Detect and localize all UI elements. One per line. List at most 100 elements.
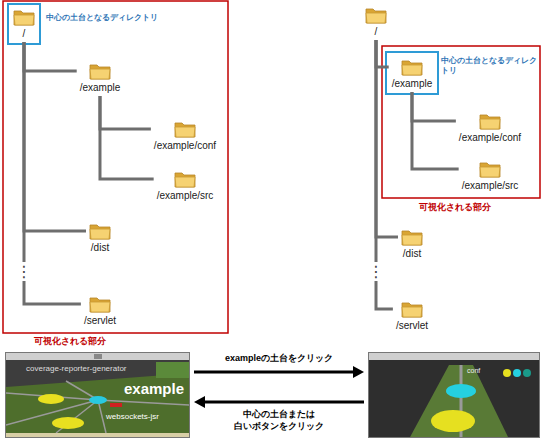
directory-path: /example bbox=[80, 82, 121, 94]
directory-entry: /example/src bbox=[157, 170, 214, 202]
tree-branch bbox=[412, 92, 456, 121]
scene-ground bbox=[6, 373, 190, 433]
folder-icon bbox=[401, 58, 423, 76]
scene-base bbox=[38, 394, 64, 404]
screenshot-panel: conf bbox=[368, 352, 540, 438]
region-caption: 可視化される部分 bbox=[419, 202, 491, 213]
folder-back bbox=[402, 61, 422, 75]
visible-region-frame bbox=[3, 1, 228, 333]
directory-path: /example/src bbox=[462, 180, 519, 192]
folder-back bbox=[175, 173, 195, 187]
directory-path: /dist bbox=[403, 248, 421, 260]
arrow-label: 中心の土台または 白いボタンをクリック bbox=[229, 409, 329, 432]
transition-arrow bbox=[194, 396, 364, 408]
folder-front bbox=[402, 235, 422, 245]
directory-entry: /example/conf bbox=[459, 112, 521, 144]
tree-branch bbox=[100, 96, 154, 179]
folder-back bbox=[90, 298, 110, 312]
folder-icon bbox=[174, 170, 196, 188]
folder-front bbox=[402, 65, 422, 75]
directory-path: /dist bbox=[91, 242, 109, 254]
tree-branch bbox=[24, 42, 77, 71]
tree-branch bbox=[24, 42, 86, 231]
center-base-frame bbox=[386, 52, 438, 94]
scene-panel bbox=[156, 362, 189, 378]
folder-back bbox=[480, 115, 500, 129]
directory-path: / bbox=[375, 26, 378, 38]
region-caption: 可視化される部分 bbox=[34, 336, 106, 347]
directory-path: / bbox=[23, 28, 26, 40]
folder-front bbox=[90, 302, 110, 312]
visible-region-frame bbox=[382, 46, 540, 198]
ellipsis-mark: ⋮ bbox=[366, 262, 386, 281]
tree-branch bbox=[376, 40, 398, 237]
scene-sky bbox=[369, 353, 540, 438]
window-bar bbox=[369, 353, 540, 360]
arrow-shaft bbox=[194, 371, 355, 374]
folder-back bbox=[175, 123, 195, 137]
callout-text: 中心の土台となるディレクトリ bbox=[441, 56, 539, 75]
folder-front bbox=[90, 69, 110, 79]
folder-front bbox=[175, 127, 195, 137]
directory-path: /servlet bbox=[84, 315, 116, 327]
scene-label: websockets-jsr bbox=[106, 412, 159, 421]
arrow-label: exampleの土台をクリック bbox=[225, 353, 333, 365]
directory-path: /servlet bbox=[396, 320, 428, 332]
tree-branch bbox=[376, 40, 389, 67]
folder-icon bbox=[479, 160, 501, 178]
tree-line bbox=[412, 92, 456, 121]
scene-label: conf bbox=[467, 367, 480, 375]
screenshot-panel: coverage-reporter-generator example websoc… bbox=[5, 352, 190, 438]
folder-icon bbox=[365, 6, 387, 24]
scene-sky bbox=[6, 353, 190, 438]
scene-button bbox=[523, 369, 531, 377]
folder-back bbox=[14, 11, 34, 25]
folder-back bbox=[402, 303, 422, 317]
scene-center-base bbox=[89, 396, 107, 404]
folder-front bbox=[90, 229, 110, 239]
scene-center-base bbox=[431, 410, 475, 432]
directory-entry: /example/conf bbox=[154, 120, 216, 152]
folder-back bbox=[480, 163, 500, 177]
scene-label: coverage-reporter-generator bbox=[26, 364, 127, 373]
center-base-frame bbox=[8, 4, 40, 44]
scene-base bbox=[52, 417, 84, 429]
tree-branch bbox=[100, 96, 151, 129]
directory-path: /example/conf bbox=[154, 140, 216, 152]
tree-branch bbox=[412, 92, 459, 169]
directory-entry: /example/src bbox=[462, 160, 519, 192]
folder-front bbox=[480, 167, 500, 177]
callout-text: 中心の土台となるディレクトリ bbox=[46, 13, 158, 23]
tree-line bbox=[412, 92, 459, 169]
directory-entry: / bbox=[13, 8, 35, 40]
directory-entry: /dist bbox=[89, 222, 111, 254]
tree-line bbox=[376, 40, 389, 67]
scene-block bbox=[110, 403, 122, 407]
directory-entry: /dist bbox=[401, 228, 423, 260]
scene-path bbox=[98, 400, 106, 433]
tree-line bbox=[24, 42, 77, 71]
folder-icon bbox=[89, 295, 111, 313]
folder-icon bbox=[401, 300, 423, 318]
screenshot-scene bbox=[369, 353, 540, 438]
window-status-bar bbox=[6, 433, 190, 438]
folder-icon bbox=[479, 112, 501, 130]
directory-entry: / bbox=[365, 6, 387, 38]
arrow-head bbox=[353, 366, 364, 378]
tree-line bbox=[100, 96, 151, 129]
ellipsis-mark: ⋮ bbox=[14, 262, 34, 281]
directory-entry: /example bbox=[392, 58, 433, 90]
tree-line bbox=[376, 40, 398, 237]
folder-back bbox=[90, 225, 110, 239]
folder-front bbox=[480, 119, 500, 129]
tree-line bbox=[100, 96, 154, 179]
folder-back bbox=[402, 231, 422, 245]
window-bar bbox=[6, 353, 190, 360]
folder-back bbox=[90, 65, 110, 79]
transition-arrow bbox=[194, 366, 364, 378]
scene-base bbox=[446, 384, 476, 398]
folder-front bbox=[175, 177, 195, 187]
scene-label: example bbox=[124, 380, 184, 397]
folder-icon bbox=[13, 8, 35, 26]
